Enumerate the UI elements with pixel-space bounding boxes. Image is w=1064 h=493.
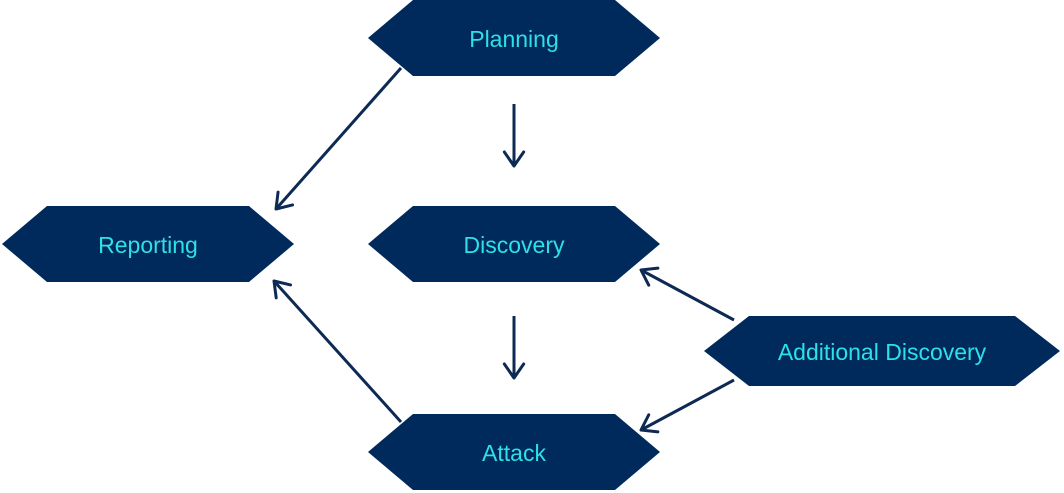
node-label-additional: Additional Discovery xyxy=(778,339,987,365)
arrowhead xyxy=(639,266,660,287)
arrow-additional-to-attack xyxy=(639,378,735,434)
arrow-line xyxy=(640,378,735,432)
node-attack: Attack xyxy=(368,414,660,490)
arrow-line xyxy=(640,268,735,322)
arrowhead xyxy=(639,413,660,434)
node-label-attack: Attack xyxy=(482,440,546,466)
node-label-reporting: Reporting xyxy=(98,232,198,258)
arrow-attack-to-reporting xyxy=(272,279,403,424)
hexagon-shape xyxy=(368,206,660,282)
arrow-discovery-to-attack xyxy=(502,316,526,380)
arrow-additional-to-discovery xyxy=(639,266,735,322)
arrowhead xyxy=(272,279,293,300)
arrow-line xyxy=(274,67,403,210)
node-reporting: Reporting xyxy=(2,206,294,282)
hexagon-shape xyxy=(704,316,1060,386)
arrowhead xyxy=(502,150,526,168)
arrowhead xyxy=(502,362,526,380)
edges xyxy=(272,67,735,434)
node-label-discovery: Discovery xyxy=(464,232,565,258)
node-additional: Additional Discovery xyxy=(704,316,1060,386)
arrowhead xyxy=(274,190,295,211)
hexagon-shape xyxy=(2,206,294,282)
hexagon-shape xyxy=(368,0,660,76)
node-discovery: Discovery xyxy=(368,206,660,282)
node-planning: Planning xyxy=(368,0,660,76)
arrow-line xyxy=(272,279,403,424)
hexagon-shape xyxy=(368,414,660,490)
arrow-planning-to-reporting xyxy=(274,67,403,211)
arrow-planning-to-discovery xyxy=(502,104,526,168)
node-label-planning: Planning xyxy=(469,26,559,52)
